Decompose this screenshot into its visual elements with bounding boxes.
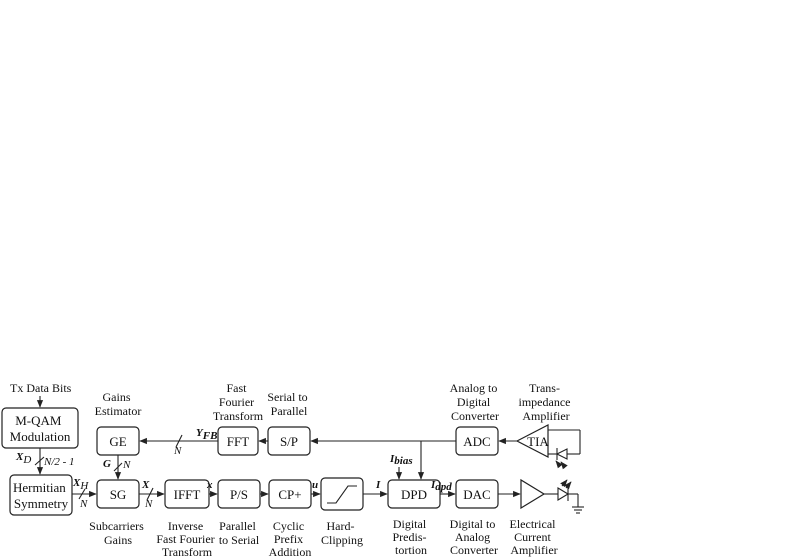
ifft-bottom-label: Inverse Fast Fourier Transform [156, 519, 217, 558]
ge-text: GE [109, 434, 126, 449]
slash-x [146, 487, 154, 501]
amp-bottom-label: Electrical Current Amplifier [510, 517, 559, 557]
adc-text: ADC [463, 434, 490, 449]
n-label-g: N [122, 459, 131, 471]
g-label: G [103, 458, 111, 470]
n-label-sg: N [144, 498, 153, 510]
dpd-bottom-label: Digital Predis- tortion [393, 517, 430, 557]
adc-label: Analog to Digital Converter [450, 381, 501, 423]
n-half-label: N/2 - 1 [43, 456, 75, 468]
ps-text: P/S [230, 487, 248, 502]
xd-label: XD [15, 451, 31, 466]
cp-bottom-label: Cyclic Prefix Addition [269, 519, 312, 558]
ibias-label: Ibias [389, 453, 413, 467]
tx-data-bits-label: Tx Data Bits [10, 381, 72, 395]
fft-label: Fast Fourier Transform [213, 381, 264, 423]
i-label: I [375, 479, 381, 491]
yfb-label: YFB [196, 427, 217, 442]
idpd-label: Idpd [430, 479, 452, 493]
ps-bottom-label: Parallel to Serial [219, 519, 260, 547]
tia-triangle [515, 424, 549, 458]
dac-text: DAC [463, 487, 490, 502]
dpd-text: DPD [401, 487, 427, 502]
tia-text: TIA [527, 434, 549, 449]
clipping-curve-icon [327, 485, 357, 504]
gains-estimator-label: Gains Estimator [95, 390, 142, 418]
hermitian-symmetry-block [9, 474, 73, 516]
xh-label: XH [72, 477, 89, 492]
n-label-herm: N [79, 498, 88, 510]
fft-text: FFT [227, 434, 249, 449]
amplifier-triangle [520, 478, 546, 510]
slash-g [113, 462, 123, 472]
sp-text: S/P [280, 434, 298, 449]
cp-text: CP+ [278, 487, 301, 502]
tia-label: Trans- impedance Amplifier [519, 381, 574, 423]
photodiode-icon [548, 429, 581, 470]
x-big-label: X [141, 479, 150, 491]
dac-bottom-label: Digital to Analog Converter [450, 517, 499, 557]
slash-nhalf [34, 456, 45, 466]
slash-yfb [175, 434, 183, 448]
mqam-modulation-text: M-QAM Modulation [10, 413, 71, 444]
ifft-text: IFFT [174, 487, 201, 502]
u-label: u [312, 479, 318, 491]
serial-to-parallel-label: Serial to Parallel [267, 390, 310, 418]
slash-xh [78, 488, 86, 500]
sg-text: SG [110, 487, 127, 502]
x-small-label: x [206, 479, 213, 491]
sg-bottom-label: Subcarriers Gains [89, 519, 147, 547]
hermitian-symmetry-text: Hermitian Symmetry [13, 480, 69, 511]
n-label-fft: N [173, 445, 182, 457]
led-icon [557, 479, 584, 514]
clip-bottom-label: Hard- Clipping [321, 519, 363, 547]
